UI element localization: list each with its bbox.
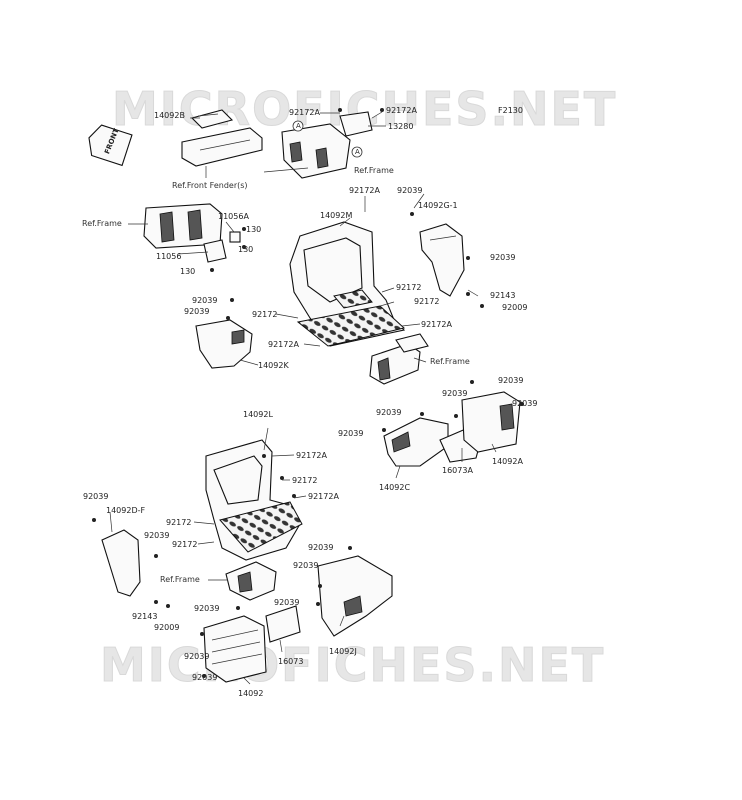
frame-mount-bracket-left <box>143 203 246 272</box>
step-panel-14092 <box>200 605 301 683</box>
page-code: F2130 <box>498 106 523 115</box>
part-label-14092A[interactable]: 14092A <box>492 457 523 466</box>
part-label-14092M[interactable]: 14092M <box>320 211 353 220</box>
part-label-92039[interactable]: 92039 <box>184 307 210 316</box>
part-label-92039[interactable]: 92039 <box>442 389 468 398</box>
ref-label-frame[interactable]: Ref.Frame <box>354 166 394 175</box>
part-label-14092D-F[interactable]: 14092D-F <box>106 506 146 515</box>
part-label-14092K[interactable]: 14092K <box>258 361 289 370</box>
side-guard-14092G-1 <box>410 212 484 308</box>
part-label-130[interactable]: 130 <box>180 267 196 276</box>
part-label-16073A[interactable]: 16073A <box>442 466 473 475</box>
part-label-92039[interactable]: 92039 <box>184 652 210 661</box>
ref-label-frame[interactable]: Ref.Frame <box>82 219 122 228</box>
part-label-92039[interactable]: 92039 <box>194 604 220 613</box>
part-label-14092B[interactable]: 14092B <box>154 111 185 120</box>
part-label-92039[interactable]: 92039 <box>83 492 109 501</box>
part-label-92039[interactable]: 92039 <box>490 253 516 262</box>
part-label-92172[interactable]: 92172 <box>166 518 192 527</box>
part-label-14092[interactable]: 14092 <box>238 689 264 698</box>
part-label-92172A[interactable]: 92172A <box>296 451 327 460</box>
part-label-92039[interactable]: 92039 <box>498 376 524 385</box>
part-label-92039[interactable]: 92039 <box>308 543 334 552</box>
side-guard-14092D-F <box>92 518 170 608</box>
part-label-92009[interactable]: 92009 <box>154 623 180 632</box>
ref-label-frame[interactable]: Ref.Frame <box>430 357 470 366</box>
part-label-130[interactable]: 130 <box>238 245 254 254</box>
part-label-14092J[interactable]: 14092J <box>329 647 357 656</box>
ref-label-frame[interactable]: Ref.Frame <box>160 575 200 584</box>
part-label-92009[interactable]: 92009 <box>502 303 528 312</box>
part-label-92039[interactable]: 92039 <box>512 399 538 408</box>
part-label-11056A[interactable]: 11056A <box>218 212 249 221</box>
part-label-92172A[interactable]: 92172A <box>289 108 320 117</box>
part-label-92039[interactable]: 92039 <box>338 429 364 438</box>
part-label-92143[interactable]: 92143 <box>132 612 158 621</box>
part-label-92039[interactable]: 92039 <box>144 531 170 540</box>
leader-lines <box>109 112 497 685</box>
part-label-92143[interactable]: 92143 <box>490 291 516 300</box>
part-label-92172[interactable]: 92172 <box>252 310 278 319</box>
part-label-92172A[interactable]: 92172A <box>308 492 339 501</box>
part-label-13280[interactable]: 13280 <box>388 122 414 131</box>
front-direction-arrow-icon <box>88 124 133 167</box>
part-label-14092L[interactable]: 14092L <box>243 410 273 419</box>
part-label-14092C[interactable]: 14092C <box>379 483 411 492</box>
frame-bracket-top <box>281 108 386 179</box>
part-label-92172A[interactable]: 92172A <box>268 340 299 349</box>
part-label-92172A[interactable]: 92172A <box>386 106 417 115</box>
part-label-16073[interactable]: 16073 <box>278 657 304 666</box>
ref-label-front-fender[interactable]: Ref.Front Fender(s) <box>172 181 248 190</box>
callout-marker-a-bottom: A <box>355 148 360 156</box>
side-guard-14092J <box>316 546 393 637</box>
part-label-130[interactable]: 130 <box>246 225 262 234</box>
part-label-92172A[interactable]: 92172A <box>349 186 380 195</box>
part-label-11056[interactable]: 11056 <box>156 252 182 261</box>
frame-ref-mid <box>369 333 429 385</box>
part-label-92039[interactable]: 92039 <box>397 186 423 195</box>
part-label-92172[interactable]: 92172 <box>292 476 318 485</box>
watermark-bottom: MICROFICHES.NET <box>99 638 606 693</box>
part-label-92172[interactable]: 92172 <box>172 540 198 549</box>
part-label-92039[interactable]: 92039 <box>293 561 319 570</box>
side-guard-14092K <box>195 298 253 369</box>
part-label-92172A[interactable]: 92172A <box>421 320 452 329</box>
splash-guard-14092L <box>205 439 303 561</box>
part-label-92039[interactable]: 92039 <box>192 673 218 682</box>
part-label-92039[interactable]: 92039 <box>192 296 218 305</box>
callout-marker-a-top: A <box>296 122 301 130</box>
front-fender-bracket-group <box>181 109 263 178</box>
part-label-92172[interactable]: 92172 <box>414 297 440 306</box>
splash-guard-14092M <box>289 221 406 347</box>
frame-ref-lower <box>225 561 277 601</box>
part-label-92039[interactable]: 92039 <box>274 598 300 607</box>
part-label-14092G-1[interactable]: 14092G-1 <box>418 201 458 210</box>
part-label-92039[interactable]: 92039 <box>376 408 402 417</box>
part-label-92172[interactable]: 92172 <box>396 283 422 292</box>
side-cover-group-right <box>382 380 524 467</box>
